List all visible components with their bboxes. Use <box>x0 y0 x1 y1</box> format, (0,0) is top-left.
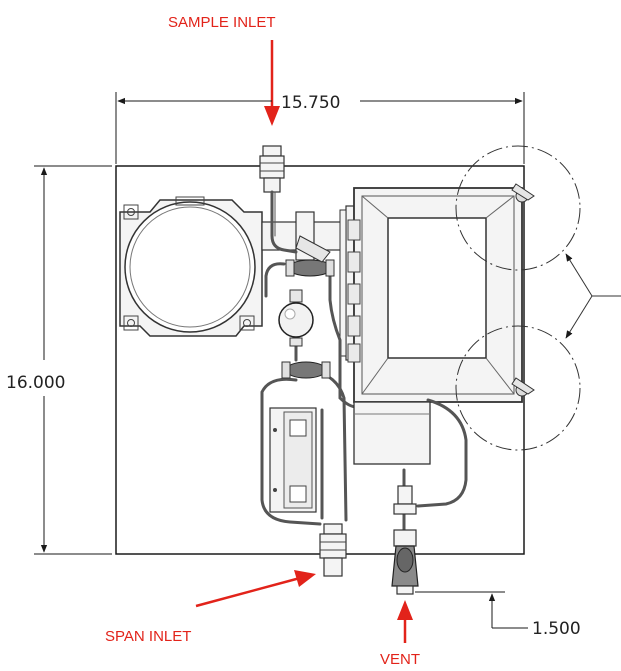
width-dimension-value: 15.750 <box>281 93 340 113</box>
vent-arrow <box>397 600 413 643</box>
sample-inlet-arrow <box>264 40 280 126</box>
analyzer-enclosure <box>347 183 535 403</box>
vent-fitting <box>391 529 419 595</box>
sensor-housing <box>353 401 431 465</box>
width-dimension: 15.750 <box>115 92 525 164</box>
explosion-proof-housing <box>119 196 263 337</box>
span-inlet-label: SPAN INLET <box>105 628 191 645</box>
vent-tee <box>393 485 417 515</box>
flow-meter-bulb <box>278 289 314 347</box>
height-dimension: 16.000 <box>6 165 112 555</box>
sample-inlet-fitting <box>259 145 285 193</box>
lower-needle-valve <box>281 361 331 379</box>
sample-inlet-label: SAMPLE INLET <box>168 14 276 31</box>
offset-dimension-value: 1.500 <box>532 619 581 639</box>
span-inlet-arrow <box>195 570 316 608</box>
height-dimension-value: 16.000 <box>6 373 65 393</box>
vent-label: VENT <box>380 651 420 668</box>
upper-needle-valve <box>285 235 335 277</box>
span-inlet-fitting <box>319 523 347 577</box>
display-window <box>387 217 487 359</box>
mounting-bracket <box>269 407 317 513</box>
door-swing-clearance <box>455 145 621 451</box>
